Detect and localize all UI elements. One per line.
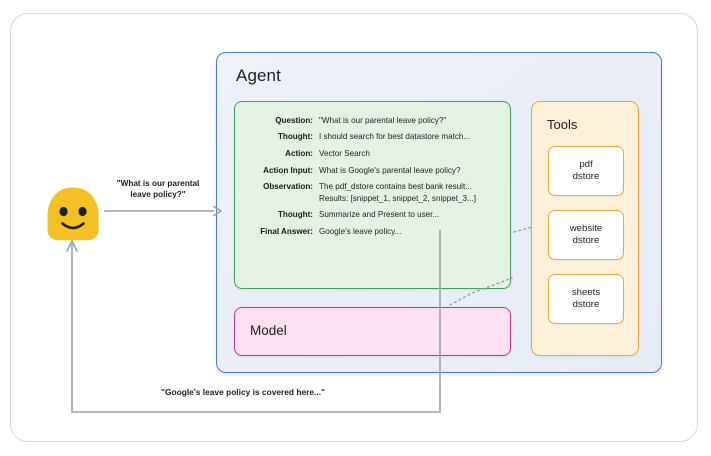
tools-title: Tools <box>547 117 578 132</box>
table-row: Final Answer: Google's leave policy... <box>235 224 502 241</box>
table-row: Observation: The pdf_dstore contains bes… <box>235 179 502 207</box>
trace-value-thought-1: I should search for best datastore match… <box>319 132 471 142</box>
tool-line-1: sheets <box>571 286 601 298</box>
trace-table: Question: "What is our parental leave po… <box>235 112 502 240</box>
observation-line-1: The pdf_dstore contains best bank result… <box>319 182 472 192</box>
table-row: Thought: I should search for best datast… <box>235 129 502 146</box>
trace-label-thought-1: Thought: <box>277 132 313 142</box>
model-panel: Model <box>234 307 511 356</box>
tool-line-2: dstore <box>572 171 600 182</box>
trace-label-action-input: Action Input: <box>263 165 313 175</box>
tool-card-sheets-dstore[interactable]: sheets dstore <box>548 274 624 324</box>
trace-value-action-input: What is Google's parental leave policy? <box>319 165 461 175</box>
agent-trace-panel: Question: "What is our parental leave po… <box>234 101 511 289</box>
trace-value-final-answer: Google's leave policy... <box>319 227 402 237</box>
connector-trace-to-tools <box>513 226 533 233</box>
tool-card-pdf-dstore[interactable]: pdf dstore <box>548 146 624 196</box>
trace-label-final-answer: Final Answer: <box>260 227 313 237</box>
tool-line-1: website <box>569 222 603 234</box>
dotted-connectors <box>449 226 533 306</box>
request-label-line-2: leave policy?" <box>130 190 186 200</box>
trace-value-observation: The pdf_dstore contains best bank result… <box>319 179 502 207</box>
tool-card-website-dstore[interactable]: website dstore <box>548 210 624 260</box>
tool-line-1: pdf <box>579 158 593 170</box>
table-row: Thought: Summarize and Present to user..… <box>235 207 502 224</box>
tool-card-label: sheets dstore <box>572 287 600 312</box>
table-row: Question: "What is our parental leave po… <box>235 112 502 129</box>
return-label: "Google's leave policy is covered here..… <box>158 387 329 397</box>
trace-label-observation: Observation: <box>263 182 313 192</box>
return-path-arrow-icon <box>66 230 441 413</box>
trace-label-question: Question: <box>275 115 313 125</box>
request-label: "What is our parental leave policy?" <box>95 178 221 200</box>
table-row: Action Input: What is Google's parental … <box>235 162 502 179</box>
trace-value-action: Vector Search <box>319 148 370 158</box>
tools-panel: Tools pdf dstore website dstore sheets d… <box>531 101 639 356</box>
tool-card-label: pdf dstore <box>573 159 600 184</box>
trace-value-question: "What is our parental leave policy?" <box>319 115 447 125</box>
trace-label-action: Action: <box>285 148 313 158</box>
request-arrow-icon <box>104 205 222 217</box>
model-title: Model <box>250 323 287 338</box>
trace-label-thought-2: Thought: <box>277 210 313 220</box>
tool-line-2: dstore <box>572 299 600 310</box>
trace-value-thought-2: Summarize and Present to user... <box>319 210 440 220</box>
connector-trace-to-model <box>449 277 513 306</box>
table-row: Action: Vector Search <box>235 145 502 162</box>
tool-card-label: website dstore <box>570 223 603 248</box>
agent-title: Agent <box>236 66 281 85</box>
user-avatar-icon <box>47 187 99 241</box>
tool-line-2: dstore <box>572 235 600 246</box>
request-label-line-1: "What is our parental <box>116 179 200 188</box>
observation-line-2: Results: [snippet_1, snippet_2, snippet_… <box>319 193 477 203</box>
